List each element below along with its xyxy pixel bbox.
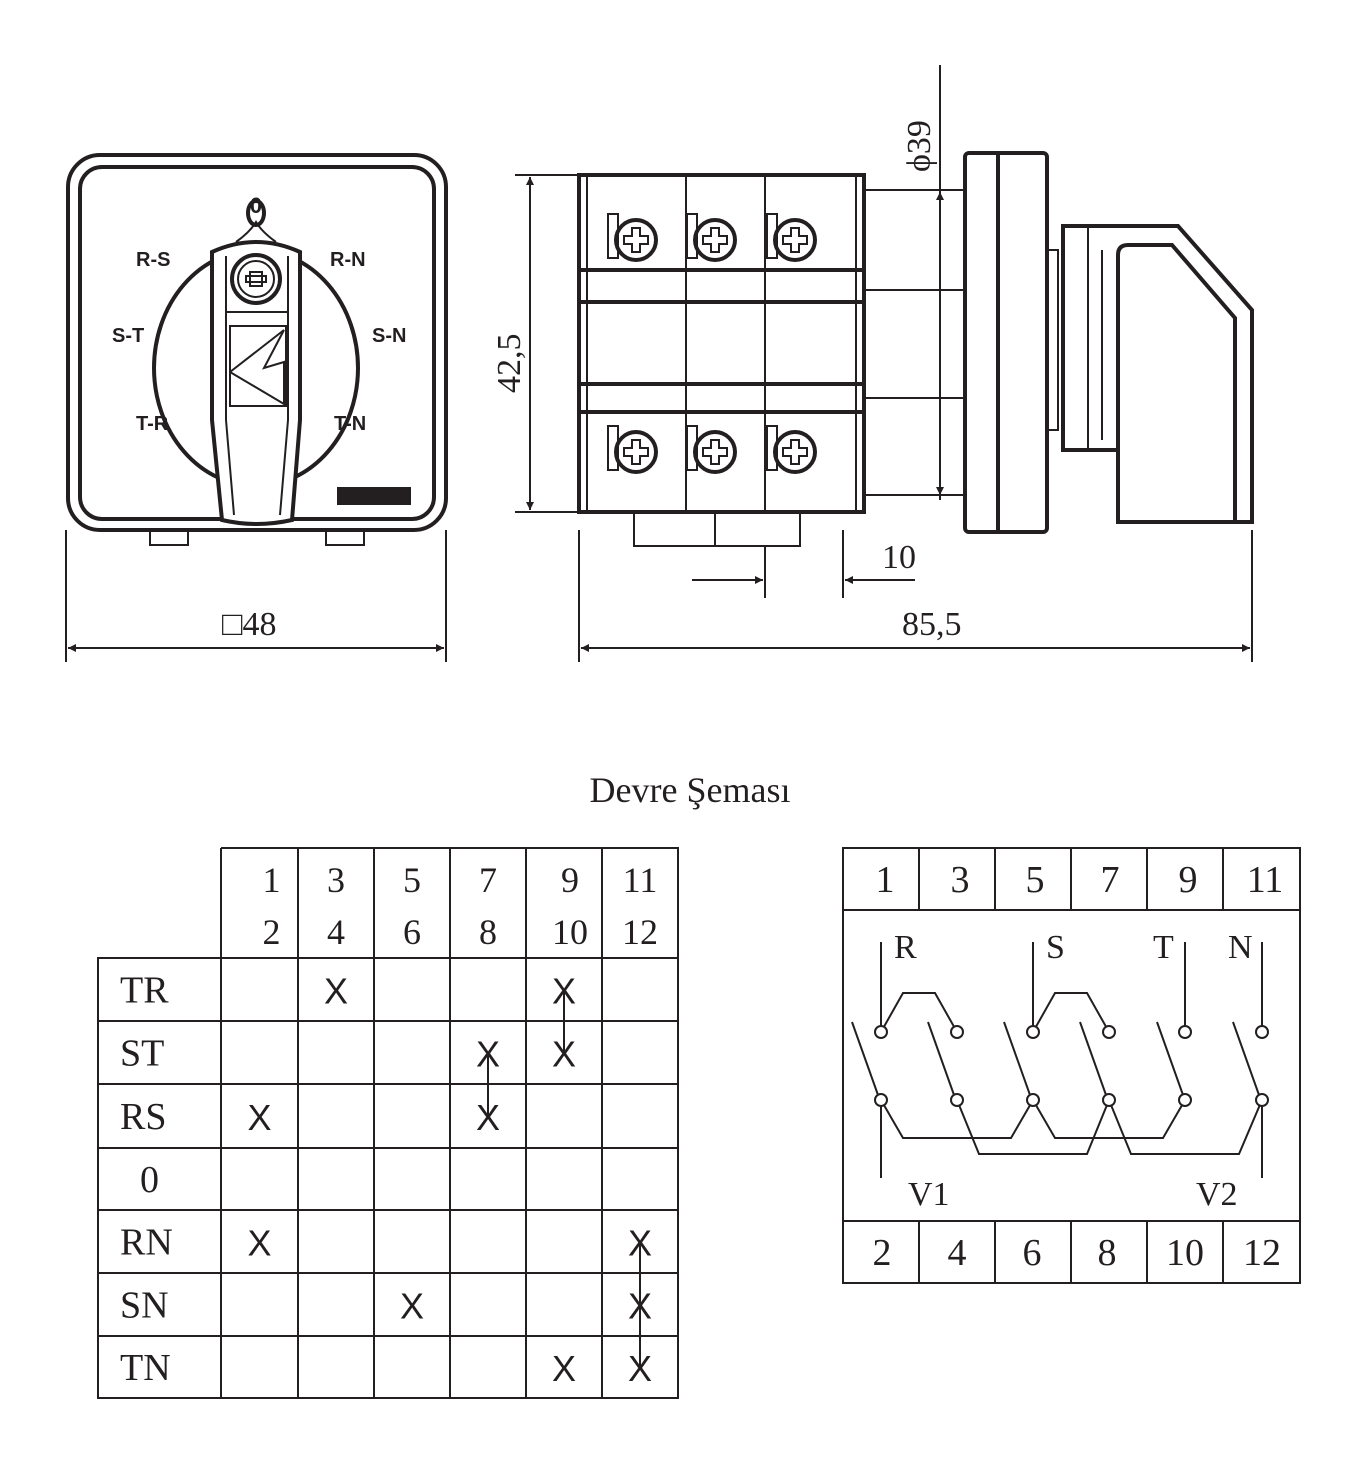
bottom-terminal-number: 6 — [1023, 1232, 1042, 1274]
bottom-terminal-number: 10 — [1166, 1232, 1204, 1274]
terminal-screw-icon — [614, 430, 658, 474]
position-r-s: R-S — [136, 249, 170, 271]
row-label: 0 — [140, 1159, 159, 1201]
bottom-terminal-number: 12 — [1243, 1232, 1281, 1274]
contact-point — [1255, 1025, 1269, 1039]
contact-point — [1178, 1093, 1192, 1107]
input-t: T — [1153, 929, 1174, 966]
position-s-t: S-T — [112, 325, 144, 347]
column-bottom-number: 6 — [403, 912, 421, 952]
step-dimension: 10 — [882, 539, 916, 576]
top-terminal-number: 3 — [951, 859, 970, 901]
contact-closed-mark: X — [628, 1348, 652, 1389]
screw-icon — [230, 253, 282, 305]
label-plate — [337, 487, 411, 505]
bottom-terminal-number: 2 — [873, 1232, 892, 1274]
terminal-screw-icon — [773, 218, 817, 262]
depth-dimension: 85,5 — [902, 606, 962, 643]
contact-point — [1102, 1025, 1116, 1039]
column-bottom-number: 12 — [622, 912, 658, 952]
mounting-tab-left — [149, 530, 189, 546]
top-terminal-number: 5 — [1026, 859, 1045, 901]
contact-closed-mark: X — [476, 1097, 500, 1138]
column-top-number: 1 — [263, 860, 281, 900]
row-label: RN — [120, 1222, 173, 1264]
position-t-r: T-R — [136, 413, 169, 435]
row-label: SN — [120, 1285, 169, 1327]
side-view: 42,5 ϕ39 85,5 10 — [491, 65, 1254, 662]
top-terminal-number: 11 — [1247, 859, 1284, 901]
contact-closed-mark: X — [324, 971, 348, 1012]
top-terminal-number: 7 — [1101, 859, 1120, 901]
contact-point — [1178, 1025, 1192, 1039]
front-view: 0 R-S R-N S-T S-N T-R T-N □48 — [65, 153, 448, 662]
contact-point — [1255, 1093, 1269, 1107]
input-r: R — [894, 929, 917, 966]
contact-closed-mark: X — [247, 1097, 271, 1138]
bottom-terminal-number: 8 — [1098, 1232, 1117, 1274]
output-v2: V2 — [1196, 1176, 1238, 1213]
row-label: RS — [120, 1096, 166, 1138]
column-top-number: 7 — [479, 860, 497, 900]
width-dimension: □48 — [222, 606, 277, 643]
bottom-terminal-number: 4 — [948, 1232, 967, 1274]
row-label: TN — [120, 1347, 171, 1389]
terminal-screw-icon — [614, 218, 658, 262]
input-n: N — [1228, 929, 1253, 966]
column-bottom-number: 10 — [552, 912, 588, 952]
top-terminal-number: 9 — [1179, 859, 1198, 901]
contact-point — [1102, 1093, 1116, 1107]
contact-point — [874, 1093, 888, 1107]
section-title: Devre Şeması — [590, 770, 791, 810]
column-top-number: 11 — [623, 860, 658, 900]
position-t-n: T-N — [334, 413, 366, 435]
column-top-number: 5 — [403, 860, 421, 900]
terminal-screw-icon — [693, 218, 737, 262]
row-label: ST — [120, 1033, 164, 1075]
column-bottom-number: 8 — [479, 912, 497, 952]
position-0: 0 — [250, 193, 262, 218]
mounting-tab-right — [325, 530, 365, 546]
top-terminal-number: 1 — [876, 859, 895, 901]
terminal-screw-icon — [773, 430, 817, 474]
output-v1: V1 — [908, 1176, 950, 1213]
row-label: TR — [120, 970, 169, 1012]
height-dimension: 42,5 — [491, 334, 528, 394]
contact-closed-mark: X — [247, 1223, 271, 1264]
column-top-number: 9 — [561, 860, 579, 900]
logo — [229, 325, 287, 407]
contact-closed-mark: X — [552, 1348, 576, 1389]
circuit-diagram: R S T N V1 V2 1 3 5 7 9 11 2 4 6 8 10 12 — [842, 847, 1301, 1284]
contact-point — [1026, 1093, 1040, 1107]
column-top-number: 3 — [327, 860, 345, 900]
column-bottom-number: 4 — [327, 912, 345, 952]
contact-point — [874, 1025, 888, 1039]
input-s: S — [1046, 929, 1065, 966]
position-s-n: S-N — [372, 325, 406, 347]
column-bottom-number: 2 — [263, 912, 281, 952]
contact-point — [950, 1093, 964, 1107]
contact-closed-mark: X — [552, 1034, 576, 1075]
contact-point — [950, 1025, 964, 1039]
contact-closed-mark: X — [400, 1286, 424, 1327]
terminal-screw-icon — [693, 430, 737, 474]
contact-point — [1026, 1025, 1040, 1039]
diameter-dimension: ϕ39 — [901, 120, 938, 172]
position-r-n: R-N — [330, 249, 366, 271]
